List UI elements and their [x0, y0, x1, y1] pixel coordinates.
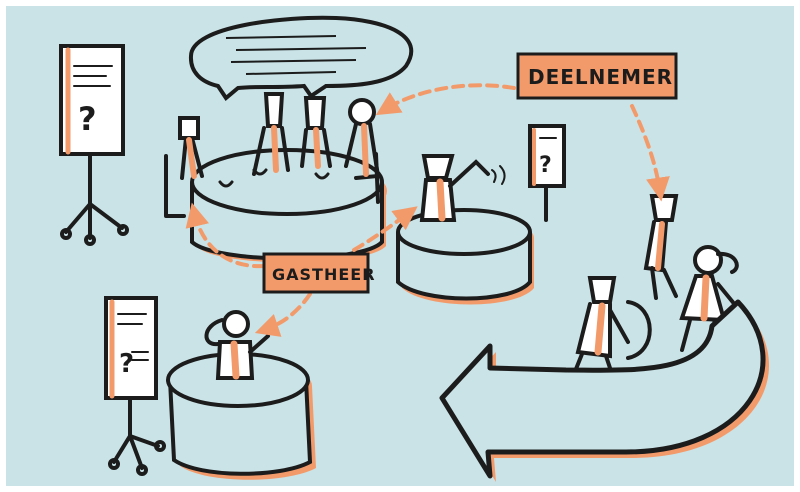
question-mark: ? [539, 153, 553, 178]
label-deelnemer: DEELNEMER [518, 54, 676, 98]
label-gastheer: GASTHEER [264, 254, 376, 292]
round-table-icon [398, 210, 534, 305]
flipchart-icon [61, 46, 127, 244]
flipchart-icon [106, 298, 164, 474]
world-cafe-illustration: ? [6, 6, 794, 486]
label-gastheer-text: GASTHEER [272, 265, 376, 284]
question-mark: ? [78, 100, 98, 138]
world-cafe-sketch: ? [6, 6, 794, 486]
label-deelnemer-text: DEELNEMER [528, 65, 673, 89]
question-mark: ? [119, 349, 135, 379]
speech-bubble-icon [191, 18, 411, 98]
